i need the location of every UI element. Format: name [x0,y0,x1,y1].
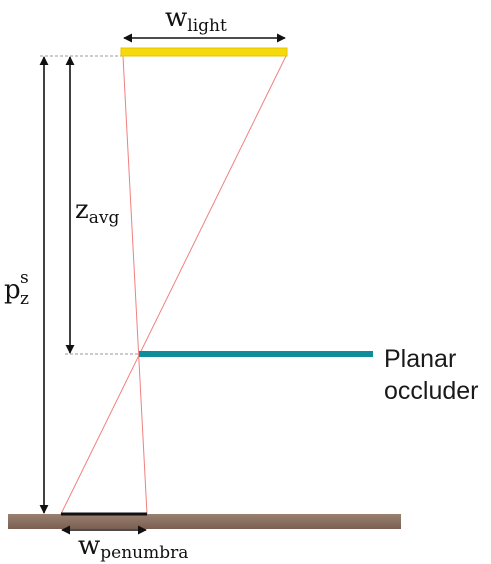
z-avg-label: zavg [75,195,119,228]
light-source-bar [120,47,288,57]
w-penumbra-label: wpenumbra [78,531,188,563]
p-z-s-label: p [4,275,21,305]
w-light-label: wlight [165,3,227,36]
receiver-surface [8,514,401,529]
ray-left-light-to-right-penumbra [122,55,148,515]
ray-right-light-to-left-penumbra [60,55,287,515]
p-z-s-subscript: z [20,289,29,309]
planar-occluder-bar [139,351,373,357]
p-z-s-superscript: s [20,268,29,288]
occluder-label-line1: Planar [384,345,456,373]
occluder-label-line2: occluder [384,377,479,405]
